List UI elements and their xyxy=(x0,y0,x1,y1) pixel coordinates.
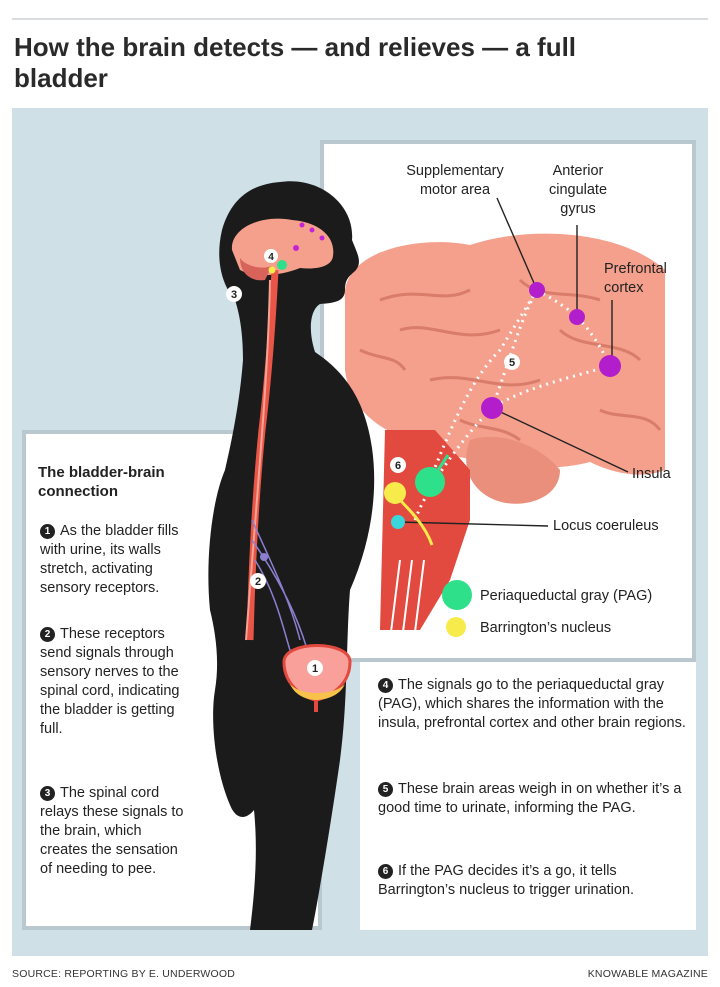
label-locus-coeruleus: Locus coeruleus xyxy=(553,518,659,534)
label-insula: Insula xyxy=(632,466,671,482)
step-number-3: 3 xyxy=(40,786,55,801)
steps-panel xyxy=(360,662,696,930)
human-silhouette xyxy=(208,181,375,931)
top-rule xyxy=(12,18,708,20)
legend-pag-label: Periaqueductal gray (PAG) xyxy=(480,588,653,604)
marker-5: 5 xyxy=(509,357,515,369)
label-prefrontal-cortex: Prefrontal cortex xyxy=(604,261,667,296)
step-number-4: 4 xyxy=(378,678,393,693)
legend-barrington-label: Barrington’s nucleus xyxy=(480,620,612,636)
region-markers xyxy=(384,282,621,546)
page-title: How the brain detects — and relieves — a… xyxy=(14,32,577,93)
footer-source: SOURCE: REPORTING BY E. UNDERWOOD xyxy=(12,968,236,980)
legend-barrington-swatch xyxy=(446,617,466,637)
marker-6: 6 xyxy=(395,460,401,472)
label-anterior-cingulate-gyrus: Anterior cingulate gyrus xyxy=(548,163,608,217)
marker-1: 1 xyxy=(312,663,318,675)
step-number-2: 2 xyxy=(40,627,55,642)
marker-4: 4 xyxy=(268,252,274,263)
left-panel-heading: The bladder-brain connection xyxy=(38,464,165,500)
step-number-6: 6 xyxy=(378,864,393,879)
step-number-1: 1 xyxy=(40,524,55,539)
small-brain xyxy=(231,218,334,276)
step-number-5: 5 xyxy=(378,782,393,797)
footer-publisher: KNOWABLE MAGAZINE xyxy=(587,968,708,980)
legend-pag-swatch xyxy=(442,580,472,610)
marker-2: 2 xyxy=(255,576,261,588)
marker-3: 3 xyxy=(231,289,237,301)
cerebellum-shape xyxy=(466,436,560,504)
label-supplementary-motor-area: Supplementary motor area xyxy=(406,163,504,198)
